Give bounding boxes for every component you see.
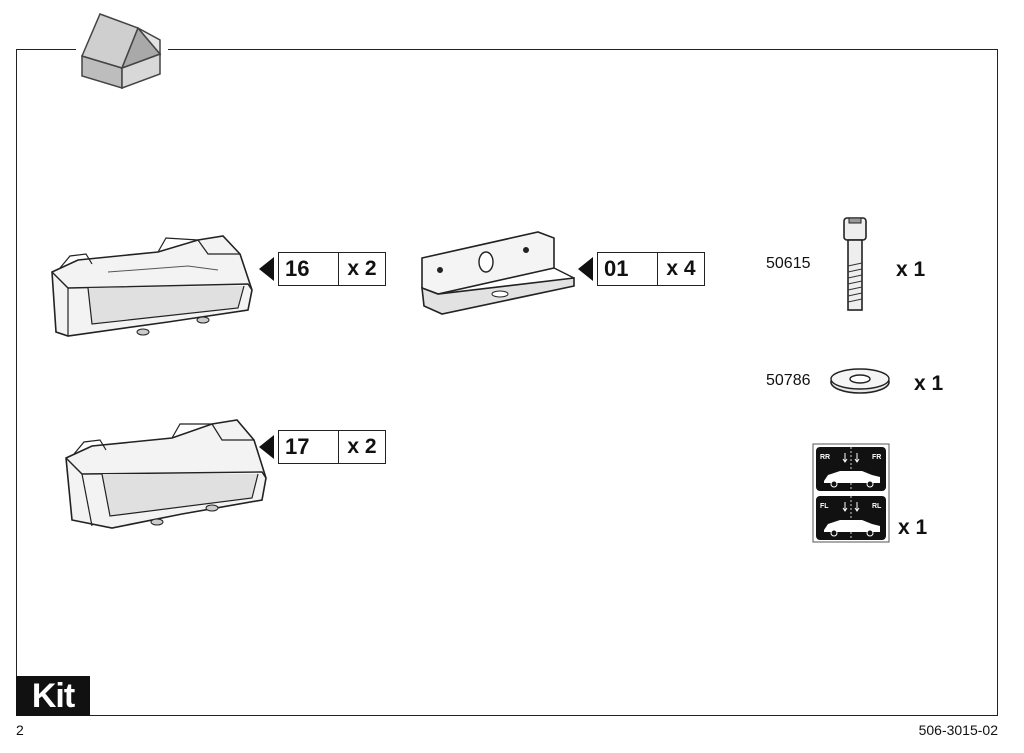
page-number: 2: [16, 722, 24, 738]
washer-drawing: [830, 368, 890, 394]
sticker-label-rr: RR: [820, 454, 830, 461]
part-quantity: x 2: [347, 257, 377, 280]
car-icon: [824, 471, 880, 483]
washer-quantity: x 1: [914, 372, 944, 395]
page-frame: [16, 49, 998, 716]
box-icon: [76, 10, 168, 90]
pointer-arrow-icon: [578, 257, 593, 281]
part-quantity: x 2: [347, 435, 377, 458]
bolt-quantity: x 1: [896, 258, 926, 281]
sticker-label-rl: RL: [872, 503, 882, 510]
kit-label: Kit: [16, 676, 90, 716]
sticker-label-fl: FL: [820, 503, 829, 510]
position-sticker: RR FR FL RL: [812, 443, 890, 543]
part-label-16: 16 x 2: [278, 252, 386, 286]
pointer-arrow-icon: [259, 435, 274, 459]
bolt-part-number: 50615: [766, 255, 811, 272]
car-icon: [824, 520, 880, 532]
foot-17-drawing: [65, 419, 267, 529]
sticker-label-fr: FR: [872, 454, 881, 461]
washer-part-number: 50786: [766, 372, 811, 389]
part-quantity: x 4: [666, 257, 696, 280]
part-label-17: 17 x 2: [278, 430, 386, 464]
sticker-quantity: x 1: [898, 516, 928, 539]
part-number: 01: [598, 253, 658, 285]
document-number: 506-3015-02: [918, 722, 998, 738]
part-number: 17: [279, 431, 339, 463]
pointer-arrow-icon: [259, 257, 274, 281]
foot-16-drawing: [51, 235, 253, 337]
part-number: 16: [279, 253, 339, 285]
bracket-01-drawing: [421, 231, 575, 315]
part-label-01: 01 x 4: [597, 252, 705, 286]
bolt-drawing: [843, 217, 867, 311]
